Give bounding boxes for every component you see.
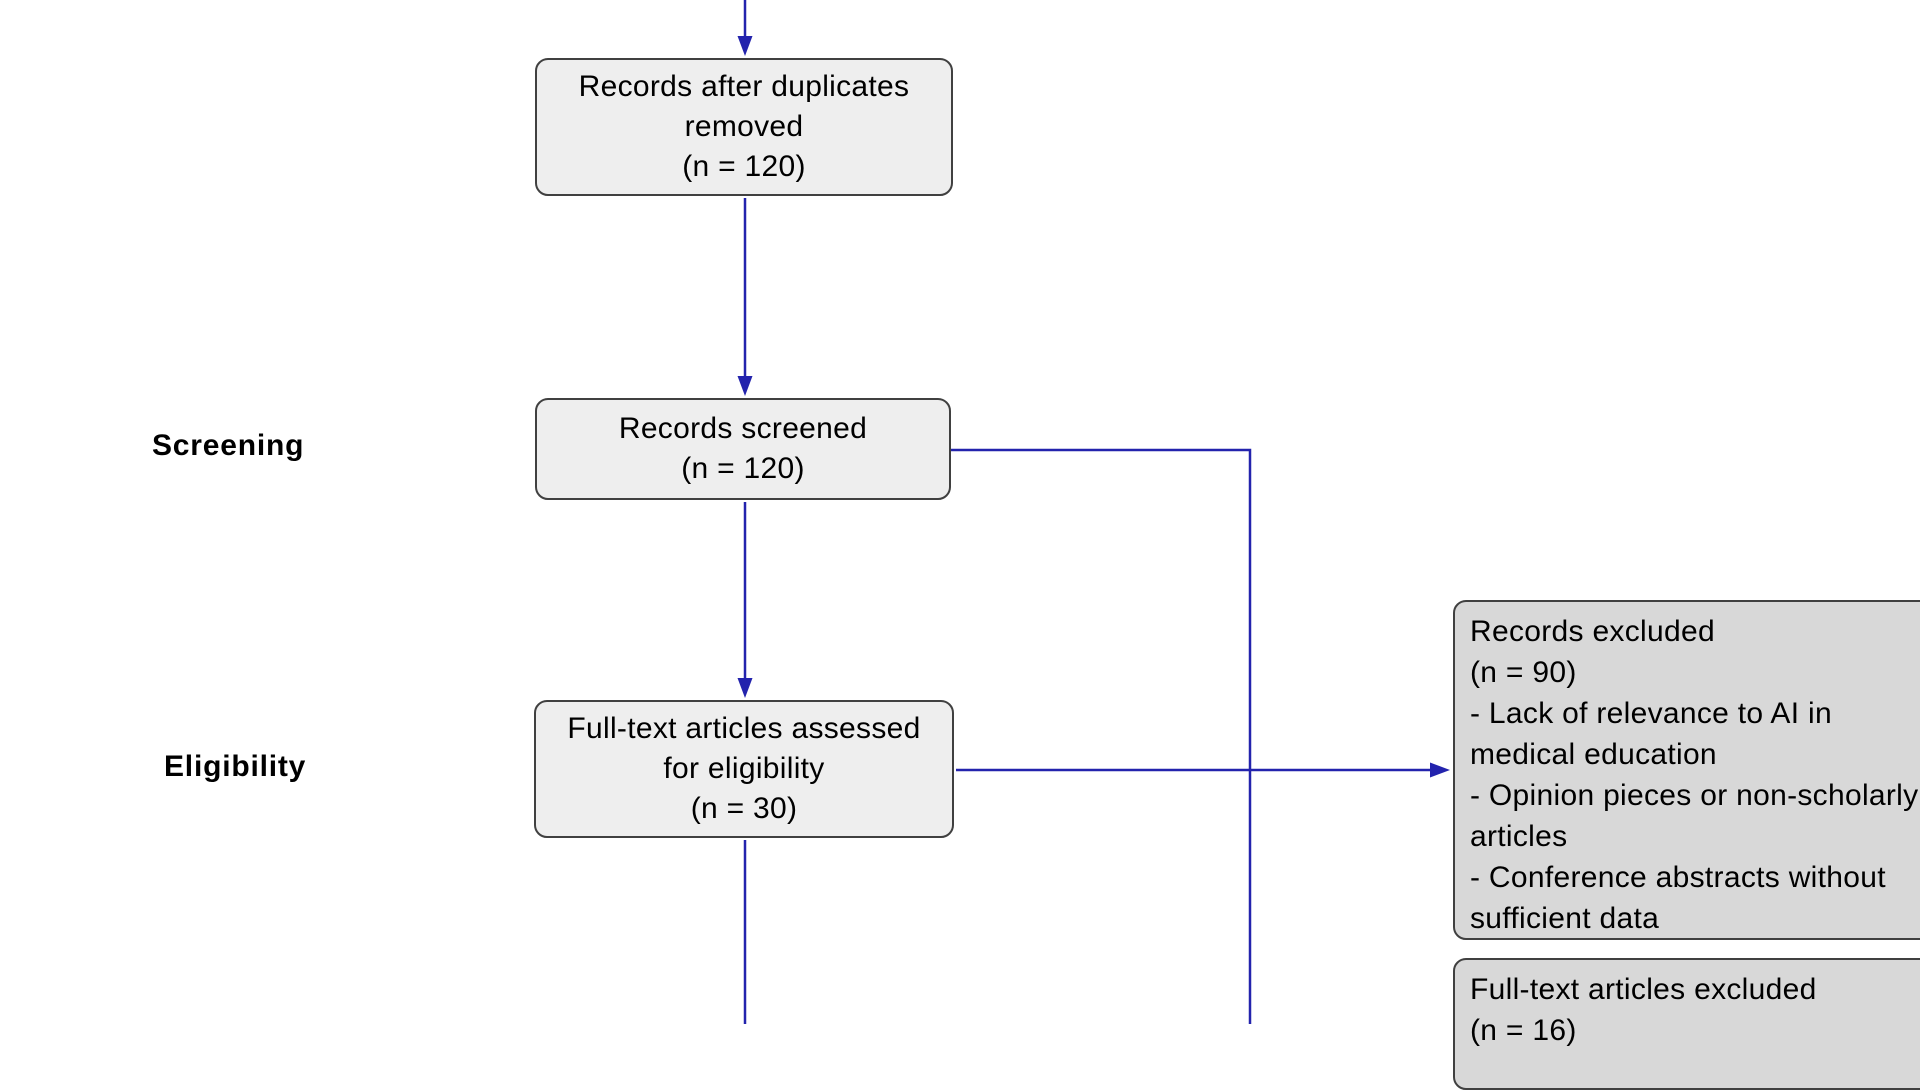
edge-screened-right-then-down: [951, 448, 1252, 1024]
flow-connectors: [737, 0, 1450, 1024]
prisma-flow-diagram: Screening Eligibility Records after dupl…: [152, 0, 1920, 1090]
arrowhead-down-icon: [737, 376, 753, 396]
arrowhead-down-icon: [737, 36, 753, 56]
node-fulltext-articles-excluded: Full-text articles excluded (n = 16): [1453, 958, 1920, 1090]
edge-dedup-to-screened: [737, 198, 753, 396]
edge-into-dedup-box: [737, 0, 753, 56]
arrowhead-right-icon: [1430, 762, 1450, 778]
node-fulltext-articles-assessed: Full-text articles assessed for eligibil…: [534, 700, 954, 838]
node-records-screened: Records screened (n = 120): [535, 398, 951, 500]
stage-label-eligibility: Eligibility: [164, 750, 307, 783]
edge-screened-to-fulltext: [737, 502, 753, 698]
node-records-excluded: Records excluded (n = 90) - Lack of rele…: [1453, 600, 1920, 940]
node-records-after-duplicates-removed: Records after duplicates removed (n = 12…: [535, 58, 953, 196]
stage-label-screening: Screening: [152, 429, 305, 462]
arrowhead-down-icon: [737, 678, 753, 698]
edge-fulltext-to-records-excluded: [956, 762, 1450, 778]
edge-elbow-line: [951, 448, 1252, 1024]
